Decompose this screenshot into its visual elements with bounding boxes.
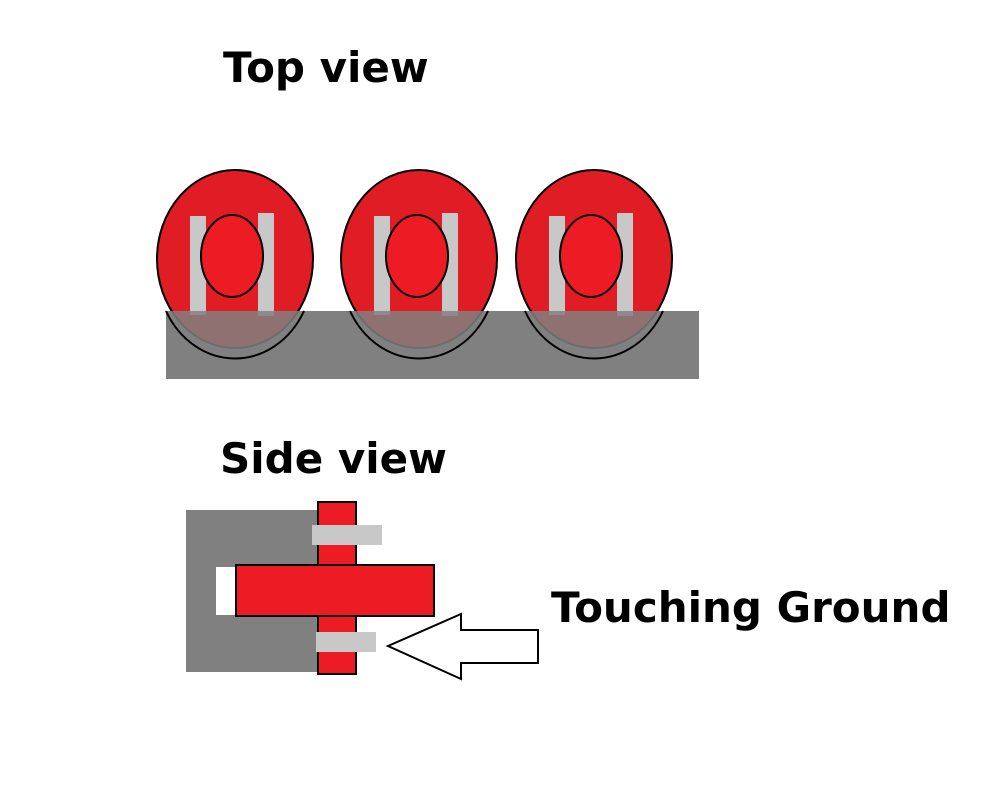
part-2-outline-lower	[349, 310, 489, 360]
side-view-group	[186, 501, 539, 681]
top-view-ground-overlay	[166, 311, 699, 379]
side-view-clip-lower	[316, 632, 376, 652]
part-1-outline-lower	[165, 310, 305, 360]
part-3-hub	[559, 214, 623, 298]
touching-ground-arrow	[385, 612, 539, 681]
side-view-title: Side view	[220, 434, 447, 483]
top-view-disc-outlines	[165, 310, 664, 360]
part-3-clip-right	[617, 213, 633, 316]
part-2-hub	[385, 214, 449, 298]
side-view-bracket	[186, 510, 330, 672]
part-2-clip-left	[374, 216, 390, 315]
part-1-hub	[200, 214, 264, 298]
top-view-part-2	[340, 169, 498, 349]
top-view-part-1	[156, 169, 314, 349]
side-view-clip-upper	[312, 525, 382, 545]
part-3-clip-left	[549, 216, 565, 315]
top-view-group	[156, 169, 699, 379]
part-1-clip-left	[190, 216, 206, 315]
touching-ground-label: Touching Ground	[551, 583, 951, 632]
top-view-title: Top view	[223, 43, 429, 92]
part-1-clip-right	[258, 213, 274, 316]
side-view-plate	[235, 564, 435, 617]
part-3-outline-lower	[524, 310, 664, 360]
